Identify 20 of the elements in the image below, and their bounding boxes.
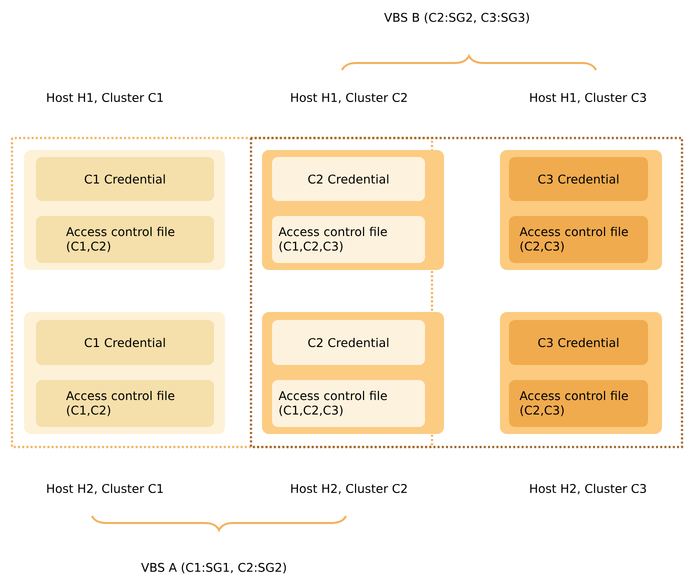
access-control-box: Access control file (C1,C2,C3) xyxy=(272,216,425,263)
access-control-box: Access control file (C2,C3) xyxy=(509,380,648,427)
access-control-box: Access control file (C2,C3) xyxy=(509,216,648,263)
credential-box: C1 Credential xyxy=(36,320,214,365)
host-label: Host H1, Cluster C2 xyxy=(291,92,407,104)
credential-box: C2 Credential xyxy=(272,320,425,365)
host-label: Host H1, Cluster C3 xyxy=(530,92,646,104)
host-label: Host H2, Cluster C2 xyxy=(291,484,407,494)
access-control-box: Access control file (C1,C2) xyxy=(36,216,214,263)
host-label: Host H2, Cluster C1 xyxy=(47,484,163,494)
access-control-box: Access control file (C1,C2,C3) xyxy=(272,380,425,427)
access-control-box: Access control file (C1,C2) xyxy=(36,380,214,427)
credential-box: C1 Credential xyxy=(36,157,214,201)
group-label: VBS A (C1:SG1, C2:SG2) xyxy=(141,562,286,574)
credential-box: C2 Credential xyxy=(272,157,425,201)
host-label: Host H1, Cluster C1 xyxy=(47,92,163,104)
credential-box: C3 Credential xyxy=(509,157,648,201)
credential-box: C3 Credential xyxy=(509,320,648,365)
group-label: VBS B (C2:SG2, C3:SG3) xyxy=(384,12,529,24)
host-label: Host H2, Cluster C3 xyxy=(530,484,646,494)
